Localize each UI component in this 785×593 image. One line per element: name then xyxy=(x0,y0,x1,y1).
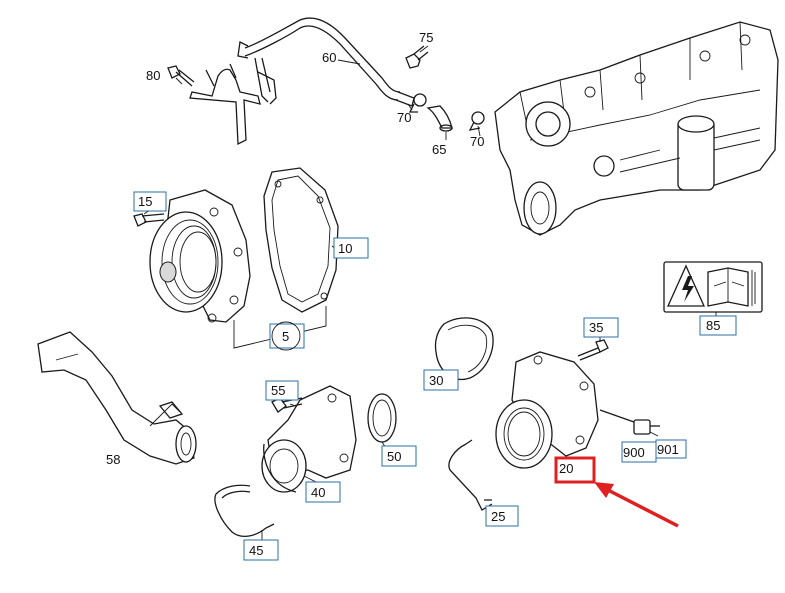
seal-ring-50 xyxy=(367,393,397,443)
svg-text:900: 900 xyxy=(623,445,645,460)
retaining-clip-25 xyxy=(448,439,493,511)
bolt-80 xyxy=(167,65,195,87)
thermostat-housing-40 xyxy=(261,385,357,493)
bolt-15 xyxy=(133,213,165,227)
callout-5: 5 xyxy=(269,321,305,351)
callout-60: 60 xyxy=(322,50,336,65)
svg-text:35: 35 xyxy=(589,320,603,335)
high-voltage-icon xyxy=(666,264,706,307)
water-pump xyxy=(149,189,251,323)
svg-text:55: 55 xyxy=(271,383,285,398)
callout-10: 10 xyxy=(333,237,369,259)
gasket-10 xyxy=(263,167,339,313)
clamp-70-right xyxy=(468,111,485,131)
red-pointer-arrow xyxy=(594,482,679,528)
engine-block xyxy=(494,21,779,236)
bolt-35 xyxy=(577,339,609,361)
thermostat-housing-20 xyxy=(495,351,599,469)
callout-85: 85 xyxy=(699,315,737,336)
callout-65: 65 xyxy=(432,142,446,157)
svg-text:15: 15 xyxy=(138,194,152,209)
bracket-80 xyxy=(189,63,261,146)
callout-30: 30 xyxy=(423,369,459,391)
callout-25: 25 xyxy=(485,505,519,527)
bolt-75 xyxy=(405,45,429,69)
svg-text:5: 5 xyxy=(282,329,289,344)
callout-80: 80 xyxy=(146,68,160,83)
callout-900: 900 xyxy=(621,441,657,463)
svg-text:30: 30 xyxy=(429,373,443,388)
callout-20-highlighted: 20 xyxy=(554,456,596,484)
callout-70-right: 70 xyxy=(470,134,484,149)
callout-75: 75 xyxy=(419,30,433,45)
svg-text:10: 10 xyxy=(338,241,352,256)
callout-55: 55 xyxy=(265,380,299,401)
callout-901: 901 xyxy=(655,439,687,459)
svg-text:45: 45 xyxy=(249,543,263,558)
seal-ring-30 xyxy=(434,317,494,380)
svg-text:20: 20 xyxy=(559,461,573,476)
callout-15: 15 xyxy=(133,191,167,212)
coolant-pipe-58 xyxy=(37,331,197,465)
callout-40: 40 xyxy=(305,481,341,503)
svg-text:25: 25 xyxy=(491,509,505,524)
breather-pipe-60 xyxy=(237,17,415,107)
retaining-clip-45 xyxy=(214,484,275,538)
service-manual-icon xyxy=(707,267,749,307)
svg-text:40: 40 xyxy=(311,485,325,500)
callout-58: 58 xyxy=(106,452,120,467)
svg-text:901: 901 xyxy=(657,442,679,457)
warning-label-85 xyxy=(663,261,763,313)
callout-45: 45 xyxy=(243,539,279,561)
svg-text:50: 50 xyxy=(387,449,401,464)
callout-50: 50 xyxy=(381,445,417,467)
hose-65 xyxy=(426,105,453,132)
callout-70-left: 70 xyxy=(397,110,411,125)
callout-35: 35 xyxy=(583,317,619,338)
clamp-70-left xyxy=(408,93,427,113)
sensor-900 xyxy=(599,409,660,435)
svg-text:85: 85 xyxy=(706,318,720,333)
